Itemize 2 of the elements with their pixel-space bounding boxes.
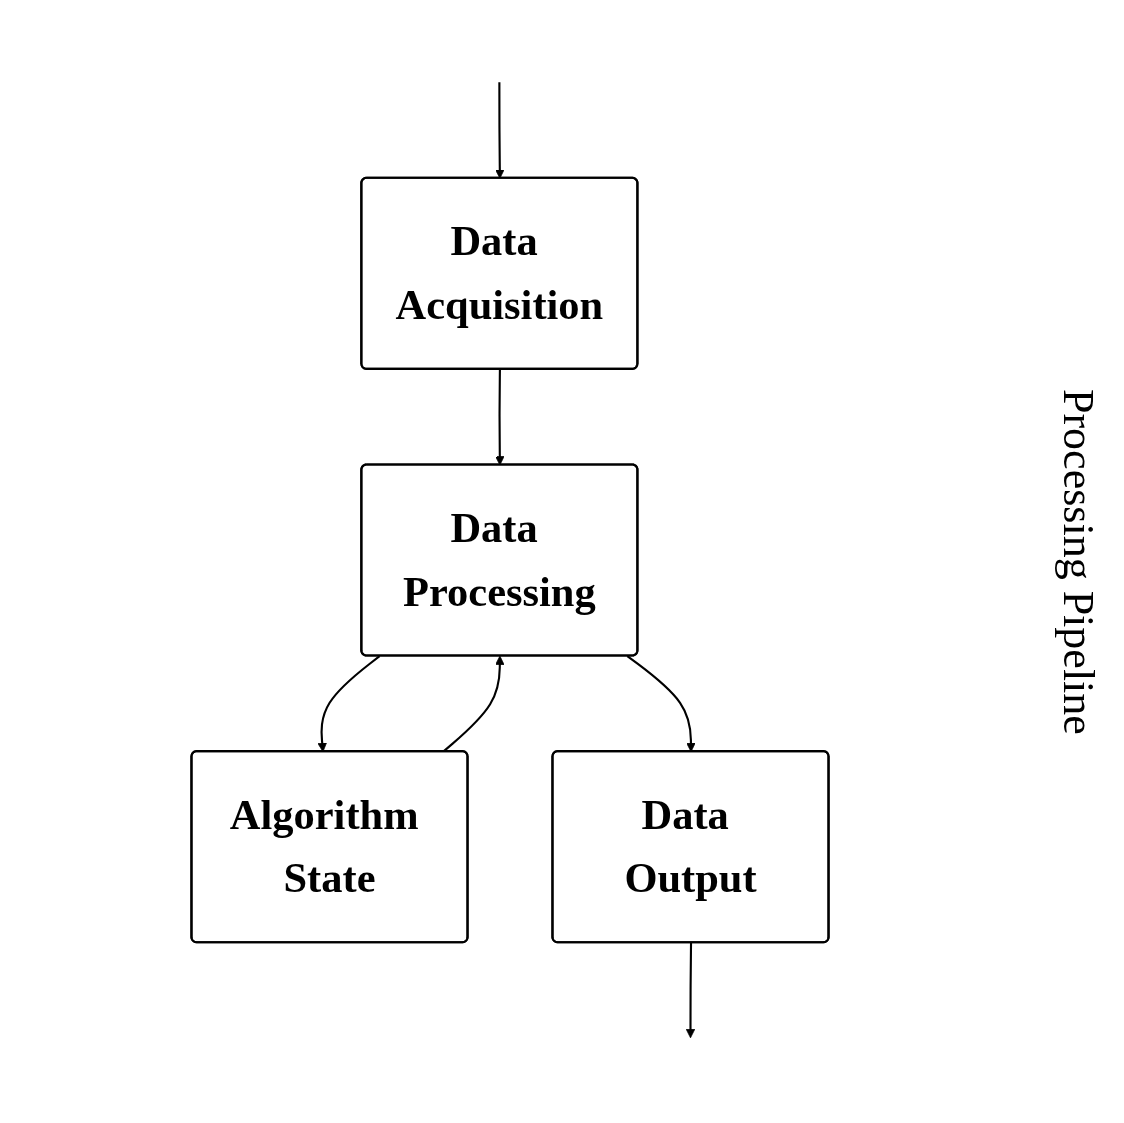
side-label: Processing Pipeline — [1053, 388, 1104, 735]
arrow — [685, 942, 696, 1039]
